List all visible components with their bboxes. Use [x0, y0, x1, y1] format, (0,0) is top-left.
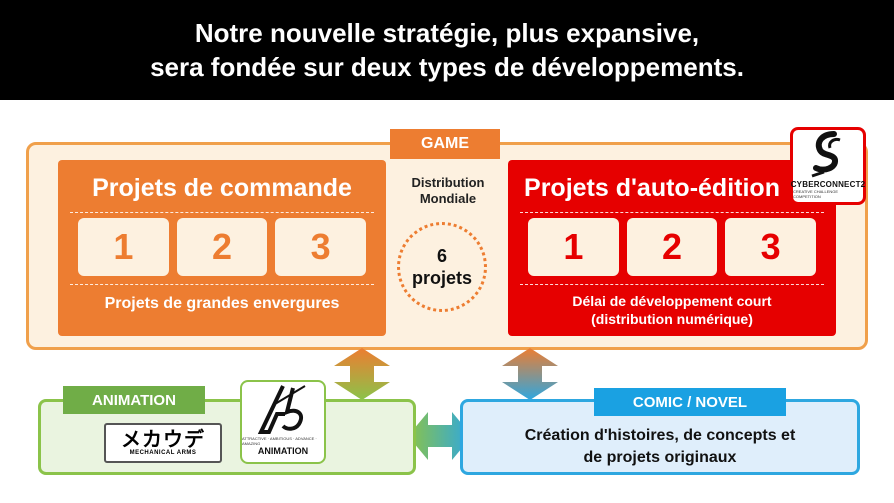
animation-tag: ANIMATION	[63, 386, 205, 414]
self-publishing-projects-title: Projets d'auto-édition	[524, 174, 780, 202]
mechanical-arms-subtitle: MECHANICAL ARMS	[129, 450, 197, 456]
self-publishing-projects-card: Projets d'auto-édition 1 2 3 Délai de dé…	[508, 160, 836, 336]
comic-novel-tag: COMIC / NOVEL	[594, 388, 786, 416]
comic-text-line1: Création d'histoires, de concepts et	[524, 427, 796, 444]
commission-project-numbers: 1 2 3	[78, 218, 367, 276]
self-publishing-footer-line2: (distribution numérique)	[591, 311, 753, 327]
game-comic-arrow	[502, 348, 558, 400]
project-number-box: 1	[528, 218, 619, 276]
projects-count-circle: 6 projets	[397, 222, 487, 312]
a5-emblem-icon	[257, 385, 306, 434]
a5-tagline: ATTRACTIVE · AMBITIOUS · ADVANCE · AMAZI…	[242, 436, 317, 446]
mechanical-arms-title: メカウデ	[121, 429, 205, 451]
divider	[70, 212, 374, 213]
header-title-line2: sera fondée sur deux types de développem…	[150, 52, 744, 82]
commission-projects-footer: Projets de grandes envergures	[104, 295, 340, 312]
commission-projects-title: Projets de commande	[92, 174, 352, 202]
project-number-box: 3	[275, 218, 367, 276]
comic-text-line2: de projets originaux	[583, 449, 737, 466]
projects-count-label: projets	[411, 268, 472, 288]
divider	[520, 284, 824, 285]
project-number-box: 3	[725, 218, 817, 276]
divider	[520, 212, 824, 213]
self-publishing-project-numbers: 1 2 3	[528, 218, 817, 276]
commission-projects-card: Projets de commande 1 2 3 Projets de gra…	[58, 160, 386, 336]
projects-count: 6	[436, 246, 447, 266]
comic-novel-description: Création d'histoires, de concepts et de …	[460, 425, 860, 469]
distribution-line1: Distribution	[411, 175, 485, 190]
self-publishing-projects-footer: Délai de développement court (distributi…	[508, 292, 836, 328]
distribution-line2: Mondiale	[419, 191, 477, 206]
mechanical-arms-logo: メカウデ MECHANICAL ARMS	[104, 423, 222, 463]
header-title-line1: Notre nouvelle stratégie, plus expansive…	[194, 18, 700, 48]
game-tag: GAME	[390, 129, 500, 159]
project-number-box: 2	[626, 218, 718, 276]
project-number-box: 1	[78, 218, 169, 276]
cyberconnect2-logo: CYBERCONNECT2 CREATIVE CHALLENGE COMPETI…	[790, 127, 866, 205]
project-number-box: 2	[176, 218, 268, 276]
cyberconnect2-emblem-icon	[811, 131, 841, 178]
game-animation-arrow	[334, 348, 390, 400]
page-header: Notre nouvelle stratégie, plus expansive…	[0, 0, 894, 100]
cyberconnect2-tagline: CREATIVE CHALLENGE COMPETITION	[793, 189, 839, 199]
divider	[70, 284, 374, 285]
a5-animation-logo: ATTRACTIVE · AMBITIOUS · ADVANCE · AMAZI…	[240, 380, 326, 464]
cyberconnect2-name: CYBERCONNECT2	[790, 180, 866, 189]
animation-comic-arrow	[408, 412, 472, 460]
worldwide-distribution-label: Distribution Mondiale	[395, 175, 501, 207]
self-publishing-footer-line1: Délai de développement court	[572, 293, 772, 309]
a5-name: ANIMATION	[257, 446, 309, 456]
